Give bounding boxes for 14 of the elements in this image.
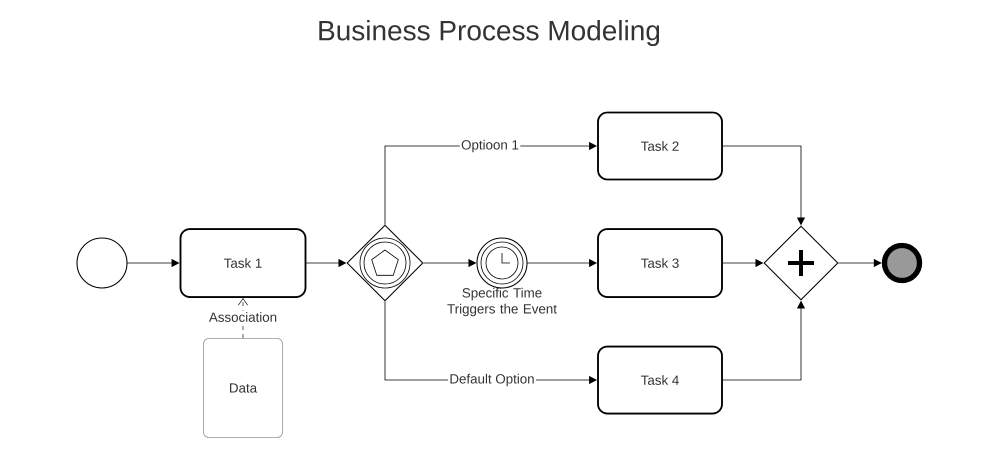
start-event-circle (76, 237, 128, 289)
data-object: Data (203, 338, 283, 438)
task-box: Task 1 (180, 228, 306, 298)
event-caption: Specific Time Triggers the Event (447, 288, 557, 316)
edge-label: Association (208, 310, 278, 324)
task-box: Task 3 (597, 228, 723, 298)
task-box: Task 4 (597, 346, 723, 414)
edge-label: Default Option (448, 372, 536, 388)
arrow (238, 298, 248, 338)
timer-event-circle (476, 237, 528, 289)
edge-label: Optioon 1 (460, 138, 520, 154)
diagram-title: Business Process Modeling (319, 20, 660, 46)
task-box: Task 2 (597, 112, 723, 180)
end-event-circle (882, 242, 922, 284)
